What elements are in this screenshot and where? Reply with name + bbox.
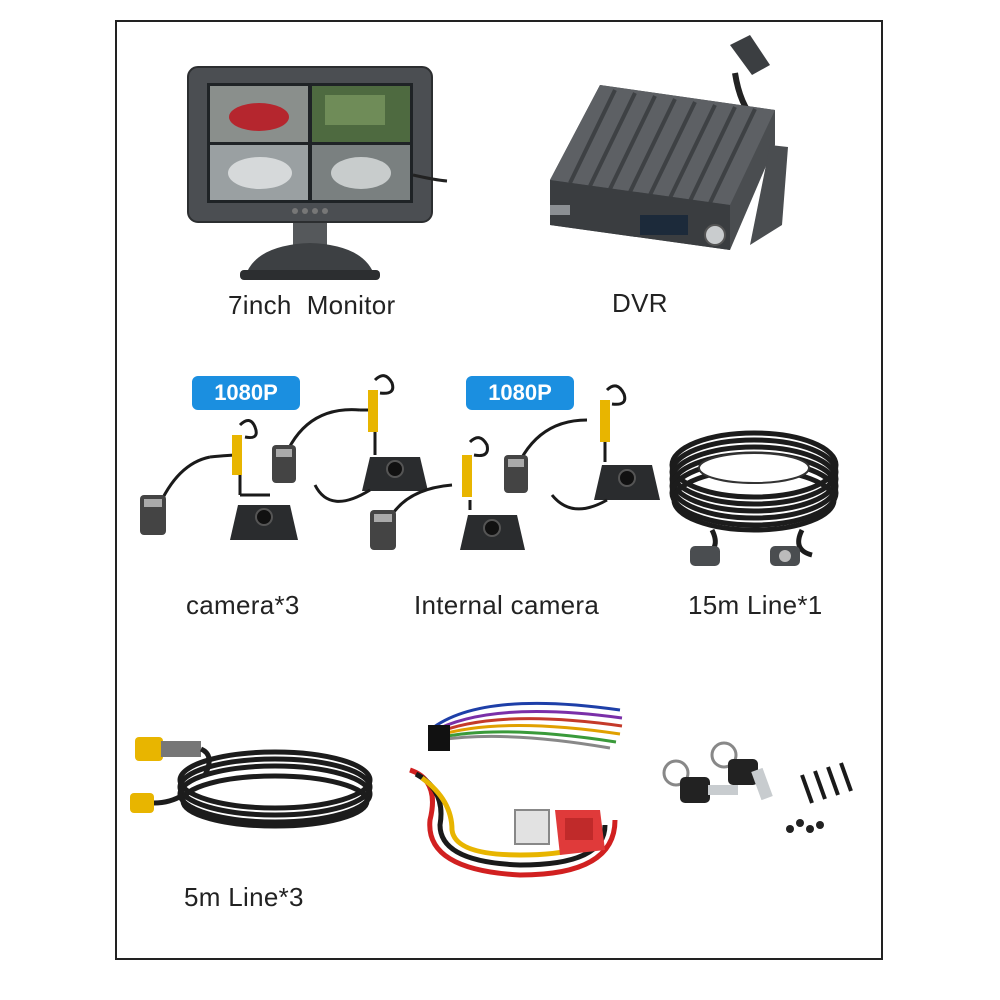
internal-camera-resolution-badge: 1080P xyxy=(466,376,574,410)
line-15m-image xyxy=(669,430,839,566)
camera-resolution-badge: 1080P xyxy=(192,376,300,410)
content-frame xyxy=(115,20,883,960)
internal-camera-label: Internal camera xyxy=(414,590,600,620)
line-15m-label: 15m Line*1 xyxy=(688,590,823,620)
line-5m-label: 5m Line*3 xyxy=(184,882,304,912)
internal-camera-image xyxy=(370,384,660,550)
monitor-image xyxy=(187,66,448,280)
dvr-label: DVR xyxy=(612,288,668,318)
dvr-image xyxy=(550,35,788,250)
power-harness-image xyxy=(409,701,623,878)
cameras-image xyxy=(140,374,428,540)
line-5m-image xyxy=(130,737,373,829)
cameras-label: camera*3 xyxy=(186,590,300,620)
keys-screws-image xyxy=(662,741,853,833)
monitor-label: 7inch Monitor xyxy=(228,290,396,320)
